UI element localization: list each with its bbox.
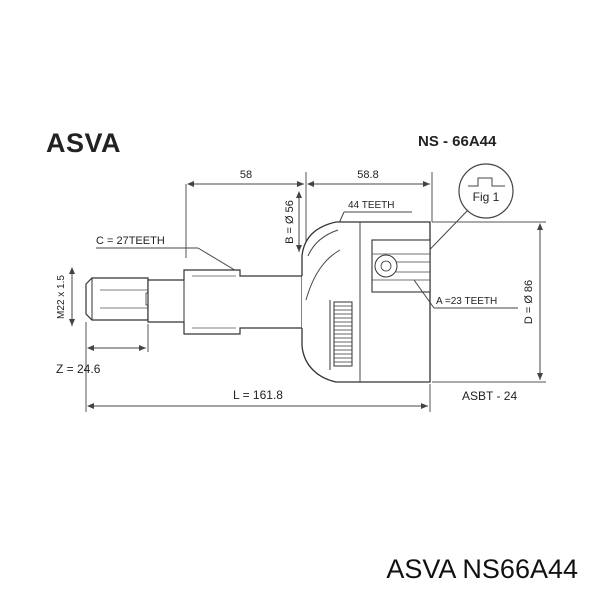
brand-logo: ASVA <box>46 128 122 158</box>
dim-d-label: D = Ø 86 <box>523 280 535 324</box>
a-teeth-label: A =23 TEETH <box>436 296 497 307</box>
splined-shaft <box>147 269 303 335</box>
dim-l-label: L = 161.8 <box>233 388 283 402</box>
c-leader <box>197 247 239 273</box>
a-leader <box>413 279 435 309</box>
dim-58-label: 58 <box>240 169 252 181</box>
housing-contour <box>305 249 341 301</box>
housing-contour <box>307 229 339 257</box>
part-number: NS - 66A44 <box>418 133 497 150</box>
product-caption: ASVA NS66A44 <box>386 554 578 584</box>
fig-detail-circle <box>458 163 514 219</box>
asbt-label: ASBT - 24 <box>462 389 517 403</box>
threaded-stub <box>85 277 149 321</box>
abs-ring-teeth <box>334 305 352 363</box>
fig-label: Fig 1 <box>473 190 500 204</box>
dim-b-label: B = Ø 56 <box>284 200 296 244</box>
ball-center <box>380 260 392 272</box>
teeth-44-label: 44 TEETH <box>348 200 395 211</box>
dim-58-8-label: 58.8 <box>357 169 378 181</box>
fig-detail-profile <box>468 177 505 187</box>
c-teeth-label: C = 27TEETH <box>96 235 165 247</box>
dim-z-label: Z = 24.6 <box>56 362 101 376</box>
dim-m-label: M22 x 1.5 <box>56 275 67 319</box>
